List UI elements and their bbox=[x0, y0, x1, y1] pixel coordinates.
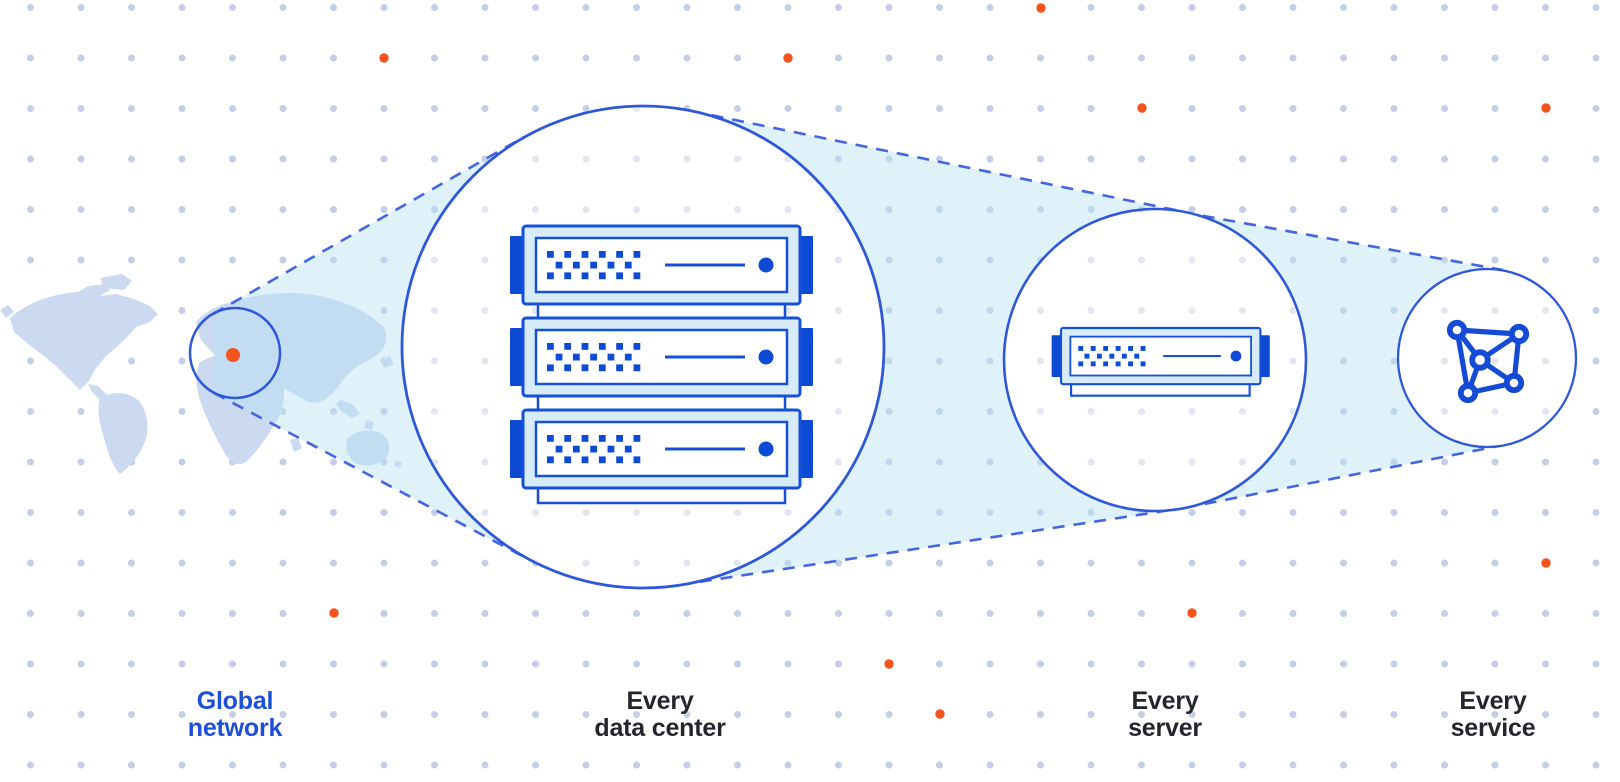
caption-line: network bbox=[187, 714, 283, 742]
zoom-beam-dashed-edges bbox=[212, 109, 1505, 587]
orange-accent-dot bbox=[783, 53, 793, 63]
network-mesh-icon bbox=[1446, 319, 1530, 404]
orange-accent-dot bbox=[1036, 3, 1046, 13]
datacenter-circle bbox=[400, 104, 886, 590]
service-circle bbox=[1396, 267, 1578, 449]
orange-accent-dot bbox=[1541, 558, 1551, 568]
world-map bbox=[0, 274, 402, 474]
map-location-pin bbox=[226, 348, 240, 362]
caption-every-data-center: Every data center bbox=[594, 688, 725, 742]
caption-line: Every bbox=[1131, 687, 1199, 715]
caption-line: Every bbox=[626, 687, 694, 715]
orange-accent-dot bbox=[379, 53, 389, 63]
caption-line: server bbox=[1128, 714, 1202, 742]
caption-every-server: Every server bbox=[1128, 688, 1202, 742]
caption-line: data center bbox=[594, 714, 726, 742]
datacenter-rack-icon bbox=[510, 226, 813, 505]
caption-line: Every bbox=[1459, 687, 1527, 715]
server-circle bbox=[1002, 207, 1308, 513]
caption-every-service: Every service bbox=[1451, 688, 1536, 742]
orange-accent-dot bbox=[1187, 608, 1197, 618]
orange-accent-dot bbox=[1137, 103, 1147, 113]
caption-line: service bbox=[1450, 714, 1536, 742]
server-icon bbox=[1052, 328, 1270, 397]
orange-accent-dot bbox=[935, 709, 945, 719]
orange-accent-dot bbox=[884, 659, 894, 669]
orange-accent-dot bbox=[1541, 103, 1551, 113]
map-focus-circle bbox=[188, 306, 282, 400]
orange-dots-layer bbox=[329, 3, 1551, 719]
orange-accent-dot bbox=[329, 608, 339, 618]
caption-global-network: Global network bbox=[187, 687, 283, 742]
caption-line: Global bbox=[196, 687, 274, 715]
